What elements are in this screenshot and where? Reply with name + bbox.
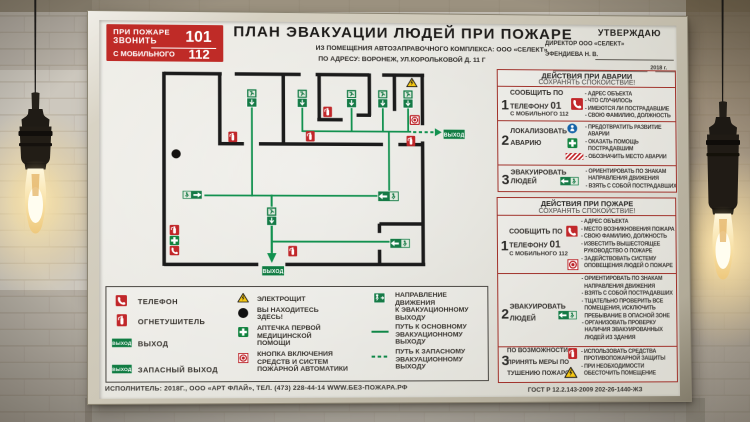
svg-text:ВЫХОД: ВЫХОД <box>262 269 283 275</box>
svg-text:ВЫХОД: ВЫХОД <box>112 367 132 373</box>
svg-text:ВЫХОД: ВЫХОД <box>112 340 132 346</box>
svg-text:ВЫХОД: ВЫХОД <box>443 132 464 138</box>
